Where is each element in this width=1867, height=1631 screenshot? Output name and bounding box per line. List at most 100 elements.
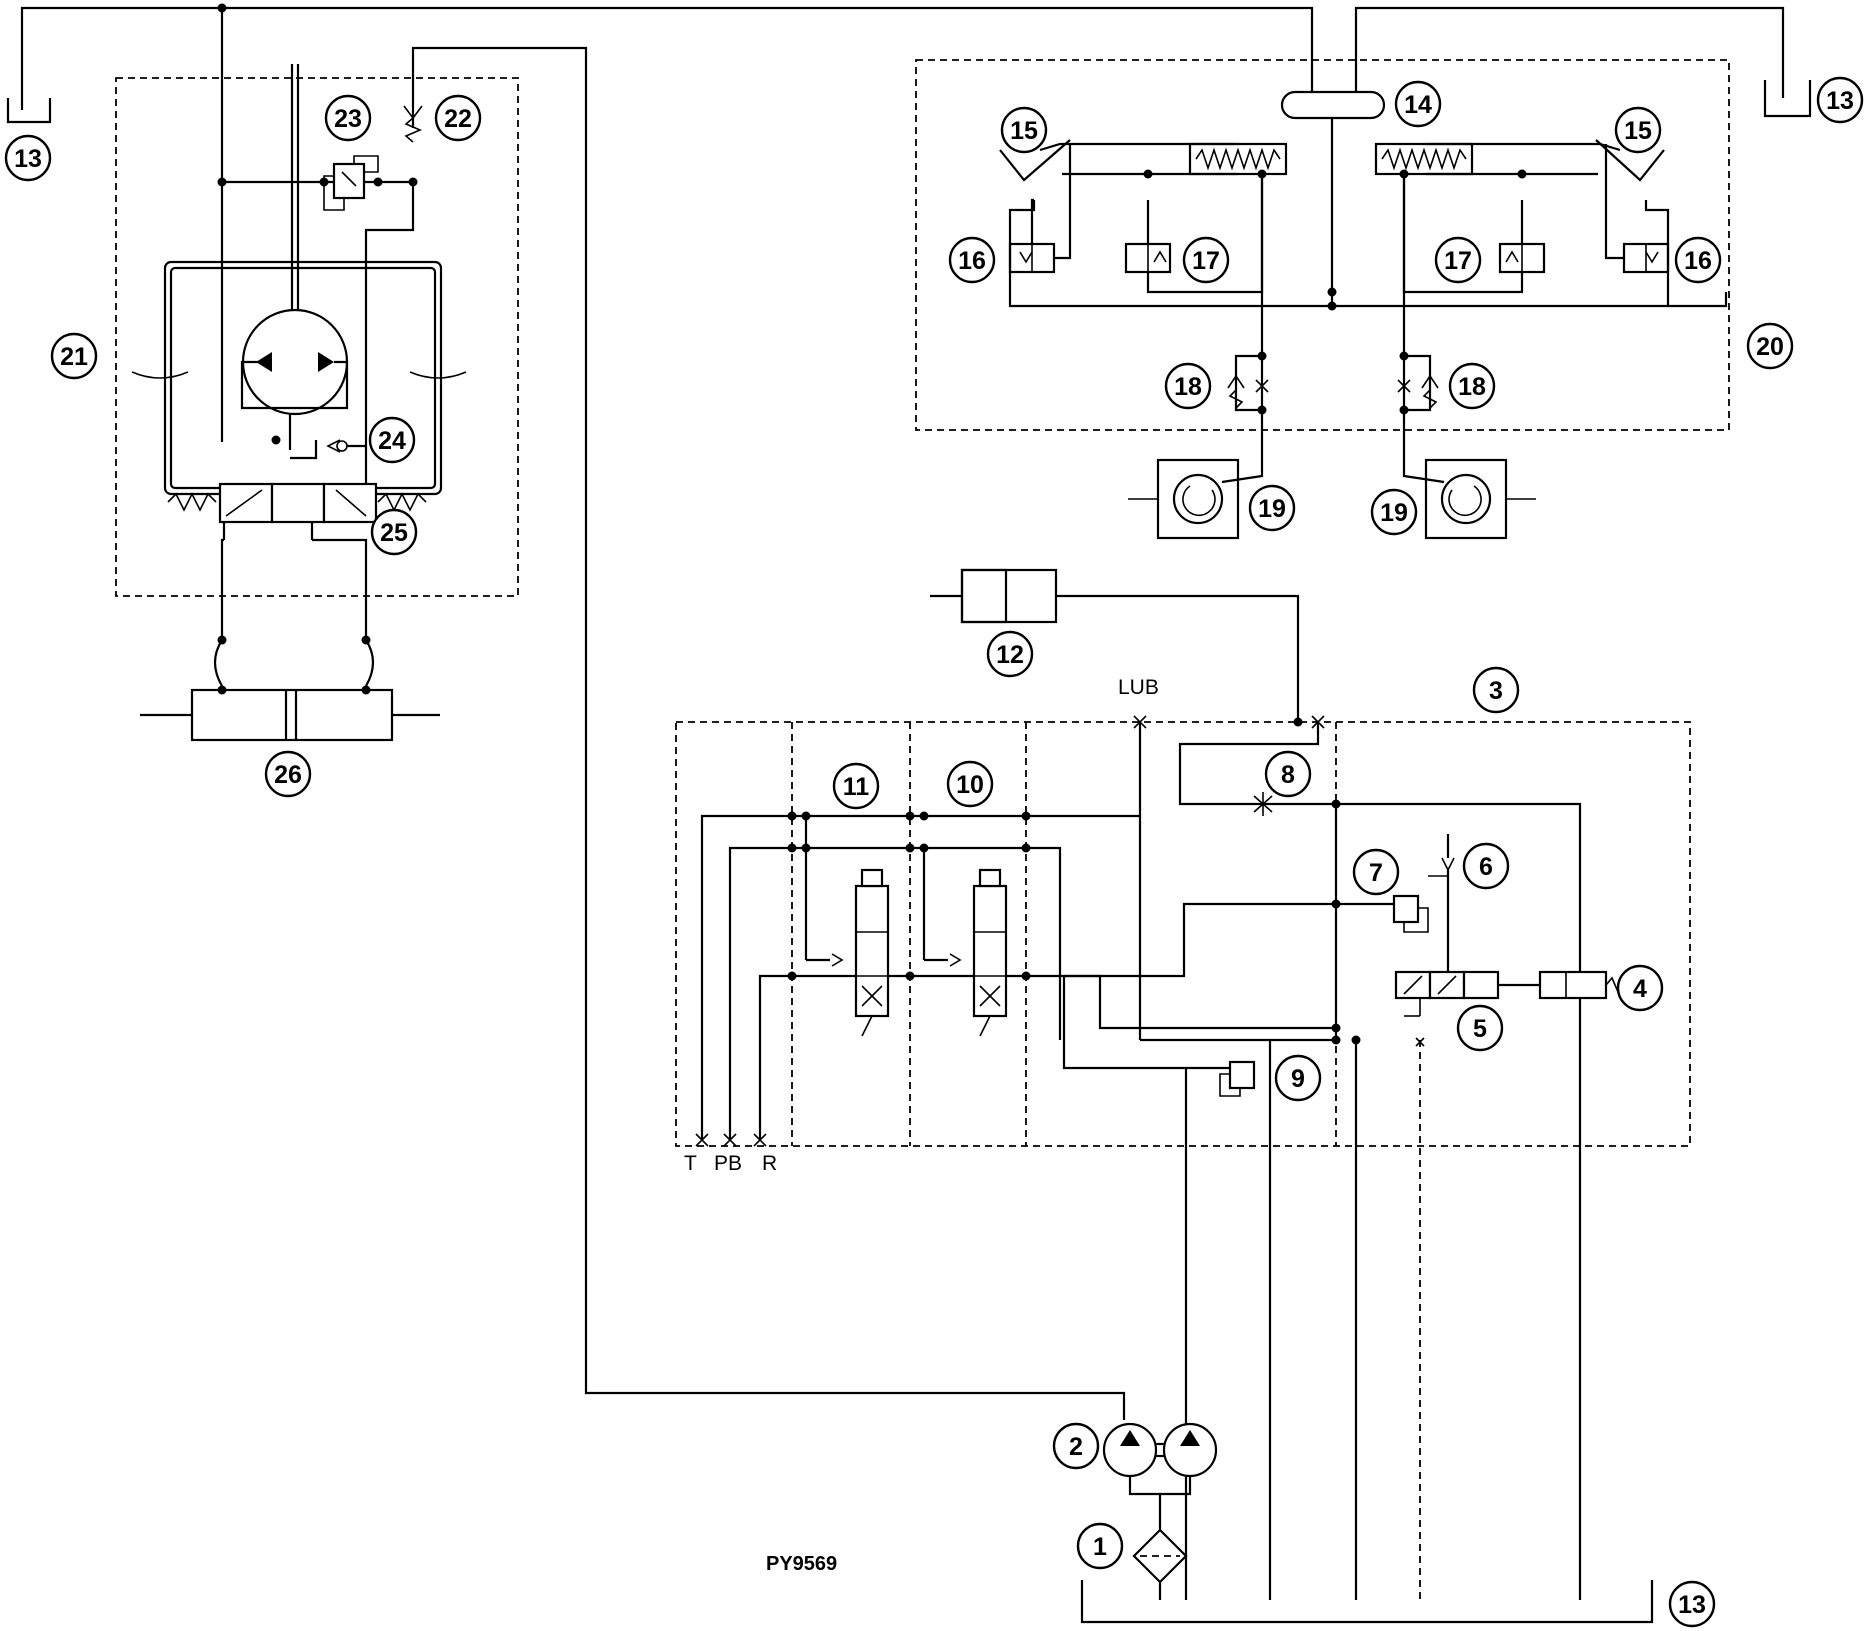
hydraulic-motor bbox=[240, 308, 349, 450]
callout-25: 25 bbox=[370, 508, 418, 556]
svg-text:14: 14 bbox=[1404, 91, 1432, 119]
pressure-valve-9 bbox=[1186, 1060, 1256, 1097]
svg-text:15: 15 bbox=[1624, 117, 1652, 145]
svg-text:15: 15 bbox=[1010, 117, 1038, 145]
svg-text:16: 16 bbox=[1684, 247, 1712, 275]
svg-text:4: 4 bbox=[1633, 975, 1647, 1003]
svg-text:18: 18 bbox=[1458, 373, 1486, 401]
callout-19-right: 19 bbox=[1370, 488, 1418, 536]
brake-cylinder-right bbox=[1374, 142, 1621, 176]
callout-20: 20 bbox=[1746, 322, 1794, 370]
svg-text:13: 13 bbox=[1678, 1591, 1706, 1619]
svg-text:6: 6 bbox=[1479, 853, 1493, 881]
accumulator-14 bbox=[1280, 90, 1386, 120]
port-label-r: R bbox=[762, 1152, 777, 1175]
rotation-arrow-left bbox=[131, 371, 189, 379]
valve-16-left bbox=[1008, 144, 1072, 274]
valve-11 bbox=[804, 816, 890, 1037]
svg-text:11: 11 bbox=[843, 773, 870, 801]
motor-circuit-boundary bbox=[115, 77, 519, 597]
check-valve-6 bbox=[1428, 834, 1455, 972]
rotation-arrow-right bbox=[409, 371, 467, 379]
callout-16-left: 16 bbox=[948, 236, 996, 284]
brake-cylinder-left bbox=[1039, 142, 1288, 176]
brake-wheel-19-right bbox=[1402, 458, 1536, 540]
reservoir-bottom bbox=[1080, 1580, 1654, 1624]
port-label-lub: LUB bbox=[1118, 676, 1159, 699]
callout-12: 12 bbox=[986, 630, 1034, 678]
callout-14: 14 bbox=[1394, 80, 1442, 128]
callout-3: 3 bbox=[1472, 666, 1520, 714]
callout-7: 7 bbox=[1352, 848, 1400, 896]
svg-text:20: 20 bbox=[1756, 333, 1784, 361]
svg-text:8: 8 bbox=[1281, 761, 1295, 789]
svg-text:7: 7 bbox=[1369, 859, 1383, 887]
svg-text:10: 10 bbox=[956, 771, 984, 799]
callout-13-top-right: 13 bbox=[1816, 76, 1864, 124]
svg-text:19: 19 bbox=[1380, 499, 1408, 527]
callout-10: 10 bbox=[946, 760, 994, 808]
svg-text:1: 1 bbox=[1093, 1533, 1107, 1561]
callout-19-left: 19 bbox=[1248, 484, 1296, 532]
svg-text:18: 18 bbox=[1174, 373, 1202, 401]
check-valve-18-left bbox=[1227, 354, 1269, 412]
svg-text:26: 26 bbox=[274, 761, 302, 789]
svg-text:5: 5 bbox=[1473, 1015, 1487, 1043]
return-line-top-right bbox=[1354, 6, 1785, 98]
callout-2: 2 bbox=[1052, 1422, 1100, 1470]
callout-21: 21 bbox=[50, 332, 98, 380]
pressure-valve-7 bbox=[1336, 894, 1429, 933]
valve-10 bbox=[922, 848, 1008, 1037]
callout-23: 23 bbox=[324, 94, 372, 142]
callout-17-left: 17 bbox=[1182, 236, 1230, 284]
brake-circuit-boundary bbox=[915, 59, 1730, 431]
callout-4: 4 bbox=[1616, 964, 1664, 1012]
svg-text:3: 3 bbox=[1489, 677, 1503, 705]
callout-22: 22 bbox=[434, 94, 482, 142]
brake-wheel-19-left bbox=[1128, 458, 1264, 540]
filter-1 bbox=[1132, 1528, 1188, 1600]
reservoir-top-left bbox=[6, 98, 52, 124]
svg-text:22: 22 bbox=[444, 105, 472, 133]
junction-dots bbox=[217, 3, 1527, 1045]
callout-24: 24 bbox=[368, 416, 416, 464]
actuator-cylinder-26 bbox=[140, 639, 440, 742]
check-valve-22 bbox=[403, 105, 423, 143]
svg-text:12: 12 bbox=[996, 641, 1024, 669]
svg-text:21: 21 bbox=[60, 343, 88, 371]
restrictor-8 bbox=[1253, 792, 1273, 816]
callout-15-right: 15 bbox=[1614, 106, 1662, 154]
brake-pad-left bbox=[999, 139, 1071, 182]
callout-13-bottom: 13 bbox=[1668, 1580, 1716, 1628]
actuator-4 bbox=[1538, 970, 1625, 1000]
callout-15-left: 15 bbox=[1000, 106, 1048, 154]
check-valve-24 bbox=[290, 439, 366, 460]
valve-17-right bbox=[1498, 242, 1546, 274]
callout-5: 5 bbox=[1456, 1004, 1504, 1052]
directional-valve-25 bbox=[167, 482, 427, 540]
callout-8: 8 bbox=[1264, 750, 1312, 798]
brake-pad-right bbox=[1595, 139, 1665, 182]
callout-13-top-left: 13 bbox=[4, 134, 52, 182]
callout-11: 11 bbox=[832, 762, 880, 810]
svg-text:9: 9 bbox=[1291, 1065, 1305, 1093]
svg-text:13: 13 bbox=[1826, 87, 1854, 115]
svg-text:24: 24 bbox=[378, 427, 406, 455]
svg-text:2: 2 bbox=[1069, 1433, 1083, 1461]
svg-text:25: 25 bbox=[380, 519, 408, 547]
callout-17-right: 17 bbox=[1434, 236, 1482, 284]
svg-text:23: 23 bbox=[334, 105, 362, 133]
return-line-top bbox=[20, 6, 1314, 110]
callout-18-left: 18 bbox=[1164, 362, 1212, 410]
port-label-pb: PB bbox=[714, 1152, 742, 1175]
callout-26: 26 bbox=[264, 750, 312, 798]
reservoir-top-right bbox=[1763, 80, 1812, 118]
check-valve-18-right bbox=[1397, 354, 1439, 412]
valve-16-right bbox=[1604, 144, 1670, 274]
pressure-relief-valve-23 bbox=[323, 155, 379, 211]
callout-1: 1 bbox=[1076, 1522, 1124, 1570]
directional-valve-5 bbox=[1394, 970, 1540, 1600]
cylinder-12 bbox=[930, 568, 1300, 722]
svg-text:13: 13 bbox=[14, 145, 42, 173]
